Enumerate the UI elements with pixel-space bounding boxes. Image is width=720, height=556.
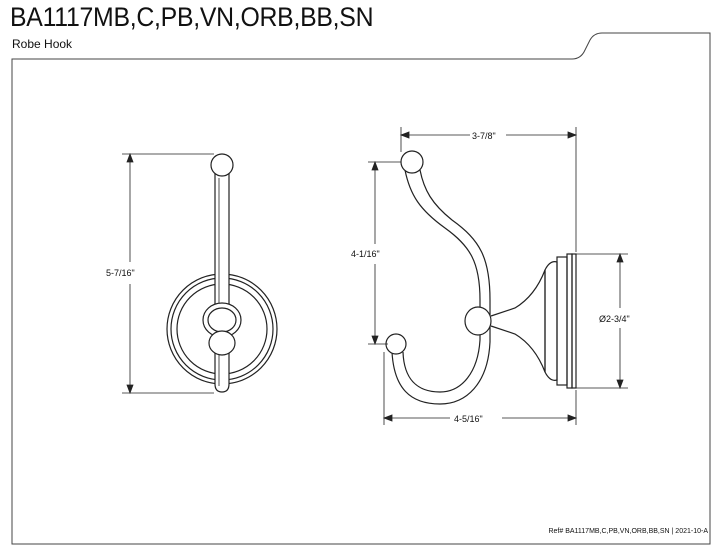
side-view [385, 150, 577, 405]
dim-top-width [399, 127, 578, 252]
front-view [166, 153, 278, 393]
side-knob [464, 306, 492, 336]
hook-arm [214, 171, 230, 393]
page-subtitle: Robe Hook [12, 37, 73, 51]
top-ball [210, 153, 234, 177]
label-base-diameter: Ø2-3/4" [599, 314, 630, 324]
neck [490, 269, 546, 373]
dim-projection [382, 352, 578, 425]
drawing-frame [11, 32, 711, 545]
dim-overall-height [122, 152, 214, 395]
upper-hook-arm [404, 169, 481, 301]
base-plate [556, 256, 568, 386]
label-hook-height: 4-1/16" [351, 249, 380, 259]
label-overall-height: 5-7/16" [106, 268, 135, 278]
side-top-ball [400, 150, 424, 174]
page-title: BA1117MB,C,PB,VN,ORB,BB,SN [10, 2, 374, 32]
dim-base-diameter [576, 252, 628, 390]
side-lower-ball [385, 333, 407, 355]
lower-knob [208, 330, 236, 356]
footer-reference: Ref# BA1117MB,C,PB,VN,ORB,BB,SN | 2021-1… [548, 528, 708, 535]
label-projection: 4-5/16" [454, 414, 483, 424]
dim-hook-height [368, 160, 401, 346]
base-rosette [544, 261, 558, 381]
label-top-width: 3-7/8" [472, 131, 496, 141]
lower-hook-arm [402, 339, 481, 393]
